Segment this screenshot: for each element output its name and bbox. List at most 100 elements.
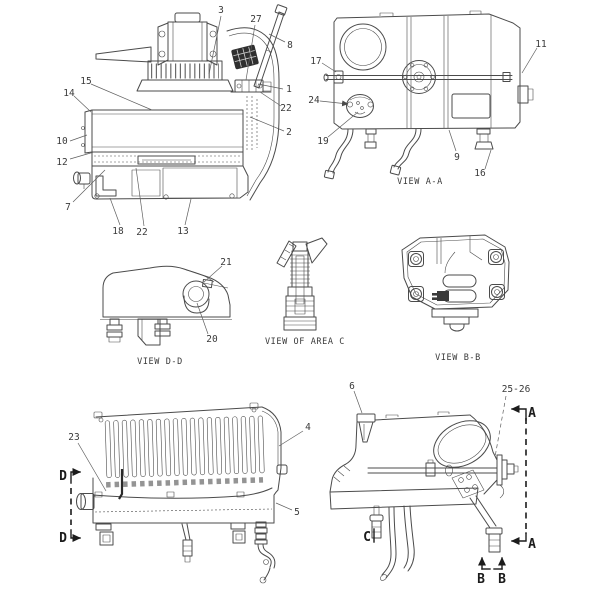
section-letter-c: C (363, 530, 371, 545)
blower-housing (136, 60, 234, 92)
callout-13: 13 (177, 226, 188, 237)
access-panel (451, 93, 491, 119)
shaft-rod (323, 70, 513, 84)
valve-bracket (230, 79, 272, 93)
leader-2 (249, 116, 285, 132)
callout-20: 20 (206, 334, 218, 345)
dd-legs (106, 318, 171, 346)
tank-shaft (367, 459, 498, 477)
callout-16: 16 (474, 168, 486, 179)
leader-5 (275, 502, 293, 511)
leader-17 (321, 62, 337, 73)
view-a-a: 17 24 19 11 9 16 VIEW A-A (308, 10, 547, 187)
main-callout-numbers: 3 27 8 1 22 2 15 14 10 12 7 18 22 13 (56, 5, 293, 238)
bb-bottom-tabs (431, 308, 479, 332)
leader-10 (69, 134, 88, 142)
leader-15 (90, 83, 153, 111)
bolt-pad (408, 251, 424, 267)
leader-24 (319, 100, 349, 107)
callout-17: 17 (310, 56, 321, 67)
dd-body (102, 265, 231, 318)
shaft-end-hub (496, 454, 519, 499)
view-d-d-label: VIEW D-D (137, 357, 183, 367)
corner-bracket (95, 175, 117, 197)
view-b-b: VIEW B-B (401, 234, 510, 363)
leader-11 (521, 47, 538, 74)
callout-12: 12 (56, 157, 67, 168)
callout-2: 2 (286, 127, 292, 138)
bb-plate (401, 234, 510, 310)
callout-21: 21 (220, 257, 232, 268)
section-letter-d-top: D (59, 469, 67, 484)
callout-15: 15 (80, 76, 91, 87)
blower-motor (157, 12, 218, 66)
callout-18: 18 (112, 226, 124, 237)
side-knob (276, 464, 288, 475)
leader-16 (484, 149, 492, 170)
section-b-markers: B B (477, 557, 506, 587)
dd-port (182, 278, 229, 314)
section-letter-a-top: A (528, 406, 536, 421)
core-legs (95, 521, 276, 584)
lower-compartment (91, 165, 249, 200)
view-b-b-label: VIEW B-B (435, 353, 481, 363)
interior-hatch (246, 96, 258, 150)
leader-14 (73, 95, 92, 113)
tank-bottom (329, 487, 479, 510)
heater-core-view: D D 23 4 5 (59, 402, 311, 584)
section-a-markers: A A (511, 405, 536, 552)
section-d-markers: D D (59, 468, 81, 546)
slot (442, 274, 477, 288)
fin-clips-row (106, 477, 264, 488)
callout-1: 1 (286, 84, 292, 95)
core-band (81, 109, 244, 154)
leader-25-26 (494, 395, 507, 458)
bolt-plate (451, 469, 485, 499)
main-assembly-view: 3 27 8 1 22 2 15 14 10 12 7 18 22 13 (56, 4, 293, 238)
callout-3: 3 (218, 5, 224, 16)
bolt-pad (489, 284, 505, 300)
leader-8 (268, 33, 286, 43)
leader-4 (278, 430, 304, 447)
fan-motor-hub (402, 60, 436, 94)
callout-4: 4 (305, 422, 311, 433)
callout-11: 11 (535, 39, 547, 50)
leader-6 (353, 390, 363, 414)
main-callout-leaders (69, 15, 286, 227)
hatch-band (91, 151, 244, 167)
callout-24: 24 (308, 95, 320, 106)
callout-14: 14 (63, 88, 75, 99)
leader-19 (327, 111, 359, 138)
tank-fittings (369, 495, 503, 581)
view-of-area-c-label: VIEW OF AREA C (265, 337, 345, 347)
section-c-marker: C (363, 528, 375, 545)
tank-port (433, 420, 491, 468)
left-fitting (73, 171, 91, 189)
leader-22-lower (135, 167, 145, 227)
housing-shell (226, 27, 280, 201)
leader-1 (257, 83, 284, 90)
leader-27 (245, 24, 256, 81)
leader-20 (196, 302, 209, 335)
mount-wedge (95, 46, 152, 63)
louver-panel (104, 415, 265, 488)
housing-outline (333, 13, 521, 130)
tank-left-profile (329, 421, 358, 493)
core-top-edge (95, 406, 263, 418)
leader-18 (109, 197, 121, 226)
view-a-a-label: VIEW A-A (397, 177, 443, 187)
front-band (92, 477, 275, 524)
callout-9: 9 (454, 152, 460, 163)
section-letter-b-left: B (477, 572, 485, 587)
inlet-port (339, 23, 387, 71)
callout-27: 27 (250, 14, 261, 25)
fitting-column (283, 241, 317, 331)
callout-25-26: 25-26 (502, 384, 531, 395)
motor-straps (406, 16, 449, 128)
view-of-area-c: VIEW OF AREA C (265, 237, 345, 347)
leader-12 (69, 151, 95, 160)
callout-5: 5 (294, 507, 300, 518)
core-right-cap (261, 406, 282, 524)
callout-7: 7 (65, 202, 71, 213)
